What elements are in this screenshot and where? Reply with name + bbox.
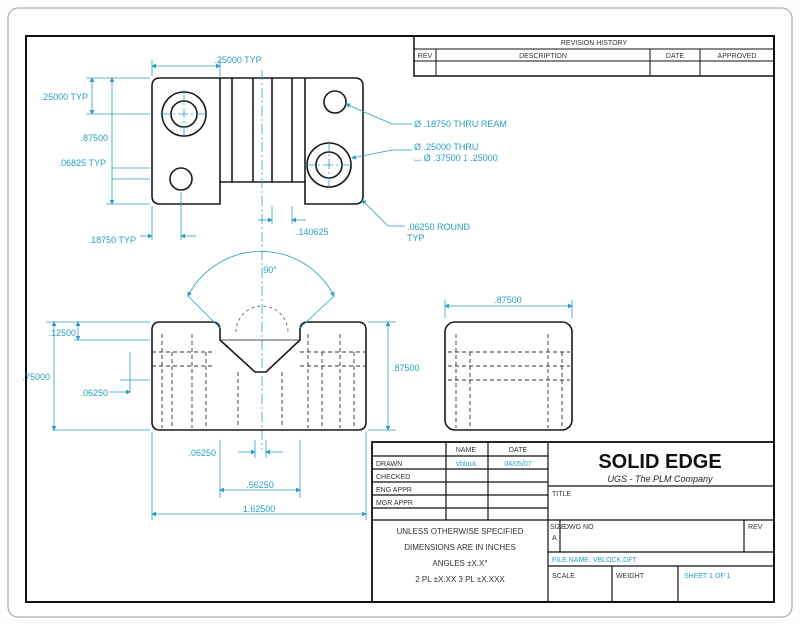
size-value: A xyxy=(552,535,557,542)
dim-left-typ: .25000 TYP xyxy=(41,92,88,102)
rev-label: REV xyxy=(748,524,763,531)
approved-column-header: APPROVED xyxy=(718,53,757,60)
revision-history-title: REVISION HISTORY xyxy=(561,40,628,47)
date-column-header: DATE xyxy=(666,53,684,60)
dim-top-width: .25000 TYP xyxy=(214,55,261,65)
company-tagline: UGS - The PLM Company xyxy=(607,474,713,484)
callout-thru: Ø .25000 THRU xyxy=(414,142,478,152)
dim-front-depth: .06250 xyxy=(80,388,108,398)
dim-v-width: .56250 xyxy=(246,480,274,490)
note-line-4: 2 PL ±X.XX 3 PL ±X.XXX xyxy=(415,575,505,584)
dwg-no-label: DWG NO xyxy=(564,524,594,531)
row-checked: CHECKED xyxy=(376,474,410,481)
title-block xyxy=(371,441,775,603)
dim-v-bottom: .06250 xyxy=(188,448,216,458)
description-column-header: DESCRIPTION xyxy=(519,53,567,60)
dim-front-right: .87500 xyxy=(392,363,420,373)
dim-side-width: .87500 xyxy=(494,295,522,305)
dim-height-top: .87500 xyxy=(80,133,108,143)
callout-ream: Ø .18750 THRU REAM xyxy=(414,119,507,129)
dim-hole-offset: .06825 TYP xyxy=(59,158,106,168)
callout-counterbore: ⌴ Ø .37500 ↧ .25000 xyxy=(414,153,498,163)
row-drawn: DRAWN xyxy=(376,461,402,468)
dim-bottom-typ: .18750 TYP xyxy=(89,235,136,245)
dim-front-height: .75000 xyxy=(22,372,50,382)
company-name: SOLID EDGE xyxy=(598,451,721,473)
callout-round: .06250 ROUND xyxy=(407,222,471,232)
note-line-1: UNLESS OTHERWISE SPECIFIED xyxy=(397,527,524,536)
dim-overall-width: 1.62500 xyxy=(243,504,276,514)
ream-hole xyxy=(323,90,347,114)
dim-angle: 90° xyxy=(263,265,277,275)
title-name-column: NAME xyxy=(456,447,477,454)
row-mgr-appr: MGR APPR xyxy=(376,500,413,507)
sheet-label: SHEET 1 OF 1 xyxy=(684,573,731,580)
rev-column-header: REV xyxy=(418,53,433,60)
dim-front-top: .12500 xyxy=(48,328,76,338)
title-date-column: DATE xyxy=(509,447,527,454)
ream-hole xyxy=(169,167,193,191)
drawn-date: 04/05/07 xyxy=(504,461,531,468)
scale-label: SCALE xyxy=(552,573,575,580)
dim-center-gap: .140625 xyxy=(296,227,329,237)
file-name: FILE NAME: VBLOCK.DFT xyxy=(552,557,638,564)
front-view xyxy=(151,321,367,431)
drawn-by-name: Vblock xyxy=(455,461,477,468)
callout-round-typ: TYP xyxy=(407,233,425,243)
row-eng-appr: ENG APPR xyxy=(376,487,412,494)
weight-label: WEIGHT xyxy=(616,573,645,580)
revision-history-block: REVISION HISTORY REV DESCRIPTION DATE AP… xyxy=(413,35,775,77)
sheet-outline xyxy=(7,7,793,618)
size-label: SIZE xyxy=(550,524,566,531)
side-view xyxy=(444,321,573,431)
title-label: TITLE xyxy=(552,491,571,498)
note-line-2: DIMENSIONS ARE IN INCHES xyxy=(404,543,516,552)
note-line-3: ANGLES ±X.X° xyxy=(432,559,487,568)
